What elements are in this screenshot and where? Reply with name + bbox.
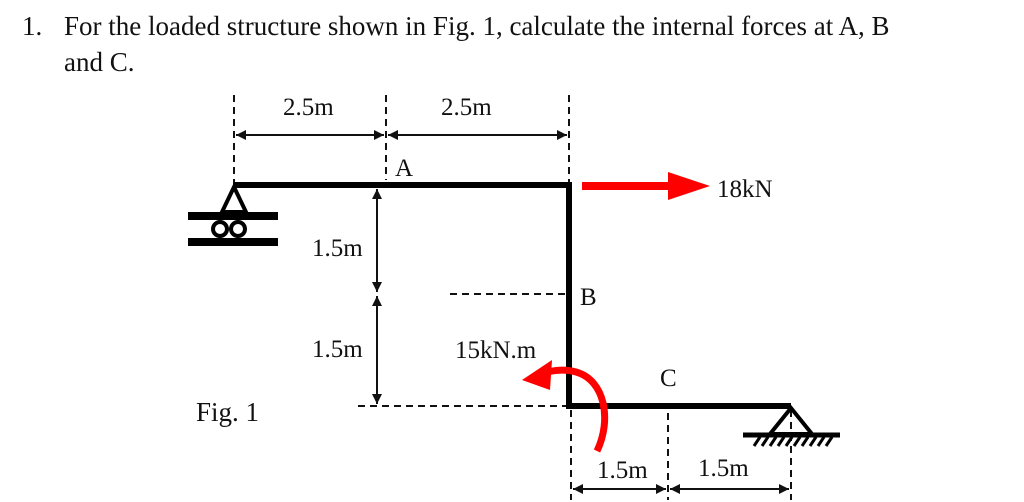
pin-support-icon xyxy=(743,404,840,447)
dim-label-vertical-upper: 1.5m xyxy=(312,235,363,262)
roller-support-icon xyxy=(188,182,278,246)
dim-label-vertical-lower: 1.5m xyxy=(312,336,363,363)
question-text: For the loaded structure shown in Fig. 1… xyxy=(64,8,1024,80)
point-label-b: B xyxy=(580,284,597,311)
question-number: 1. xyxy=(22,11,43,41)
dim-label-bottom-right: 1.5m xyxy=(698,455,749,482)
question-line-1: For the loaded structure shown in Fig. 1… xyxy=(64,11,890,41)
dim-label-top-right: 2.5m xyxy=(441,94,492,121)
point-label-c: C xyxy=(660,365,677,392)
moment-label: 15kN.m xyxy=(455,337,537,364)
reference-lines xyxy=(233,95,792,500)
structure-frame xyxy=(234,182,791,409)
dim-label-bottom-left: 1.5m xyxy=(597,457,648,484)
figure-caption: Fig. 1 xyxy=(196,397,259,427)
force-label: 18kN xyxy=(717,176,773,203)
force-arrow-icon xyxy=(582,172,710,200)
point-label-a: A xyxy=(395,155,413,182)
question-line-2: and C. xyxy=(64,47,135,77)
moment-arrow-icon xyxy=(522,360,609,453)
dimension-arrows xyxy=(236,130,789,494)
dim-label-top-left: 2.5m xyxy=(283,94,334,121)
